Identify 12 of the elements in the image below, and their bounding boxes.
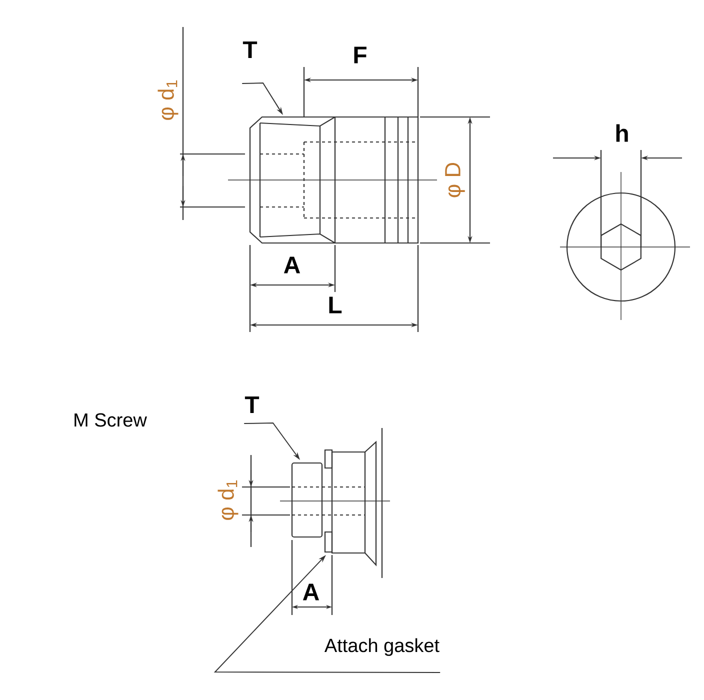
dimension-label: F [354, 46, 366, 64]
dimension-label: φ d$_{1}$ [158, 80, 178, 120]
callout-label: T [244, 396, 260, 413]
dimension-label: A [302, 584, 320, 600]
dimension-label: φ D [445, 162, 465, 198]
dimension-label: h [616, 124, 628, 142]
callout-label: Attach gasket [324, 638, 440, 656]
dimension-label: L [329, 296, 342, 314]
heading-label: M Screw [74, 413, 147, 427]
callout-label: T [242, 41, 258, 58]
dimension-label: A [284, 256, 300, 274]
dimension-label: φ d$_{1}$ [218, 480, 238, 520]
